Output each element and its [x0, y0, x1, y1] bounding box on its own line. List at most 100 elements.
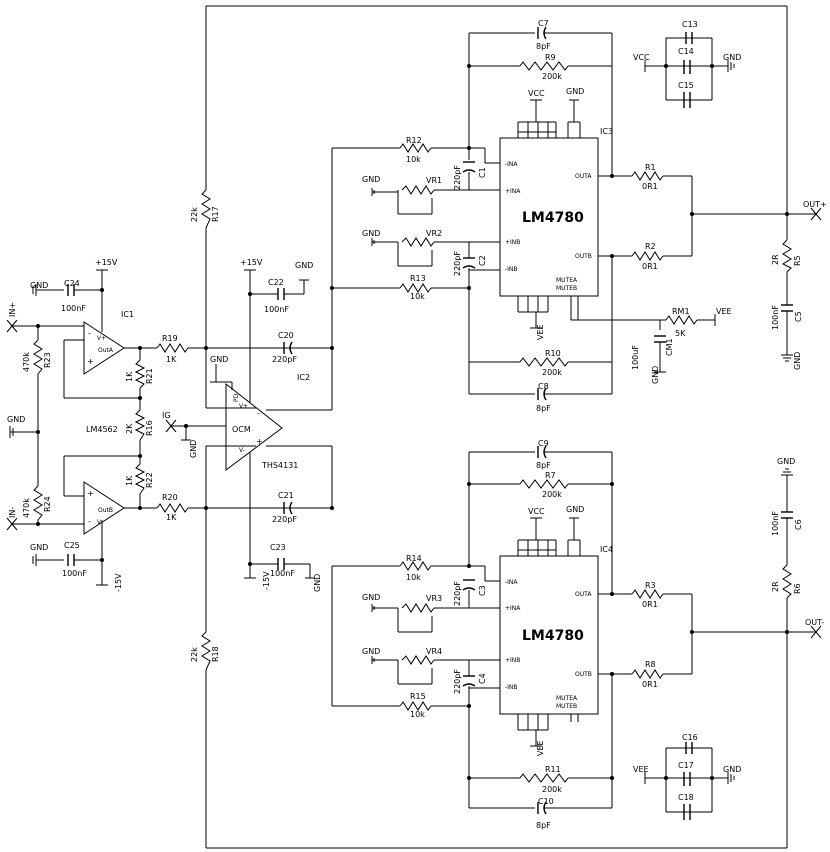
ic2-vp: V+ [239, 403, 248, 410]
c14-label: C14 [678, 47, 694, 56]
cm1-value: 100uF [631, 345, 640, 370]
r23-label: R23 [43, 352, 52, 368]
r7-value: 200k [542, 490, 562, 499]
c23-value: 100nF [270, 569, 295, 578]
out-plus-label: OUT+ [803, 200, 827, 209]
ic1a-vp: V+ [97, 335, 106, 342]
ic3-pin-mutea: MUTEA [556, 277, 578, 284]
gnd-c5-label: GND [793, 352, 802, 370]
ic3-chip [499, 137, 599, 297]
r12-label: R12 [406, 136, 422, 145]
r24-value: 470k [22, 498, 31, 518]
c20-value: 220pF [272, 355, 297, 364]
svg-text:-: - [257, 409, 260, 418]
ic1b-out: OutB [98, 507, 113, 514]
ic4-pin-inb: -INB [505, 684, 518, 691]
ic2-ref: IC2 [297, 373, 310, 382]
gnd-c23-label: GND [313, 574, 322, 592]
c17-label: C17 [678, 761, 694, 770]
c20-label: C20 [278, 331, 294, 340]
r5-value: 2R [771, 254, 780, 265]
r14-label: R14 [406, 554, 422, 563]
p15-ic1-label: +15V [95, 258, 118, 267]
r8-label: R8 [645, 660, 656, 669]
ic1a-out: OutA [98, 347, 114, 354]
gnd-ic2-label: GND [210, 355, 228, 364]
ic4-ref: IC4 [600, 545, 613, 554]
cm1-label: CM1 [665, 338, 674, 356]
vee-bot-label: VEE [633, 765, 649, 774]
vee-ic3-label: VEE [536, 324, 545, 340]
r3-label: R3 [645, 581, 656, 590]
ic2-vm: V- [239, 447, 245, 454]
ic3-pin-pinb: +INB [505, 239, 520, 246]
pd-label: PD [233, 393, 240, 402]
c3-label: C3 [478, 585, 487, 596]
c23-label: C23 [270, 543, 286, 552]
vr2-label: VR2 [426, 229, 442, 238]
rm1-value: 5K [675, 329, 686, 338]
svg-text:+: + [87, 357, 94, 366]
ic1b-opamp [83, 481, 125, 535]
ic4-pin-outa: OUTA [575, 591, 592, 598]
gnd-bot-label: GND [723, 765, 741, 774]
ths-label: THS4131 [261, 461, 298, 470]
c4-label: C4 [478, 673, 487, 684]
c2-label: C2 [478, 255, 487, 266]
ic4-pin-pinb: +INB [505, 657, 520, 664]
c4-value: 220pF [453, 669, 462, 694]
r11-value: 200k [542, 785, 562, 794]
r12-value: 10k [406, 155, 421, 164]
c18-label: C18 [678, 793, 694, 802]
c9-label: C9 [538, 439, 549, 448]
ic4-pin-outb: OUTB [575, 671, 592, 678]
ig-label: IG [162, 411, 171, 420]
c24-value: 100nF [61, 304, 86, 313]
c10-label: C10 [538, 797, 554, 806]
c25-value: 100nF [62, 569, 87, 578]
gnd-vr3-label: GND [362, 593, 380, 602]
svg-text:+: + [256, 437, 263, 446]
m15-ic2-label: -15V [262, 571, 271, 590]
in-minus-label: IN- [8, 507, 17, 518]
c22-value: 100nF [264, 305, 289, 314]
ic3-pin-outa: OUTA [575, 173, 592, 180]
c21-label: C21 [278, 491, 294, 500]
r17-label: R17 [211, 206, 220, 222]
vr4-label: VR4 [426, 647, 442, 656]
c3-value: 220pF [453, 581, 462, 606]
c15-label: C15 [678, 81, 694, 90]
r18-label: R18 [211, 646, 220, 662]
r17-value: 22k [190, 207, 199, 222]
r16-label: R16 [145, 420, 154, 436]
r18-value: 22k [190, 647, 199, 662]
vr1-label: VR1 [426, 176, 442, 185]
vr3-label: VR3 [426, 594, 442, 603]
r21-label: R21 [145, 368, 154, 384]
ic1b-vm: V- [97, 519, 103, 526]
out-minus-label: OUT- [805, 618, 824, 627]
r15-label: R15 [410, 692, 426, 701]
r14-value: 10k [406, 573, 421, 582]
gnd-vr2-label: GND [362, 229, 380, 238]
gnd-vr4-label: GND [362, 647, 380, 656]
c1-label: C1 [478, 167, 487, 178]
c7-label: C7 [538, 19, 549, 28]
gnd-ic4-label: GND [566, 505, 584, 514]
in-plus-label: IN+ [8, 302, 17, 317]
gnd-top-label: GND [723, 53, 741, 62]
r10-label: R10 [545, 349, 561, 358]
ic1a-opamp [83, 321, 125, 375]
r1-value: 0R1 [642, 182, 658, 191]
c13-label: C13 [682, 20, 698, 29]
r13-label: R13 [410, 274, 426, 283]
c24-label: C24 [64, 279, 80, 288]
r22-label: R22 [145, 472, 154, 488]
gnd-c6-label: GND [777, 457, 795, 466]
r1-label: R1 [645, 163, 656, 172]
svg-text:-: - [88, 329, 91, 338]
ic2-opamp [225, 382, 283, 471]
r19-label: R19 [162, 334, 178, 343]
lm4562-label: LM4562 [86, 425, 118, 434]
r16-value: 2K [125, 423, 134, 434]
